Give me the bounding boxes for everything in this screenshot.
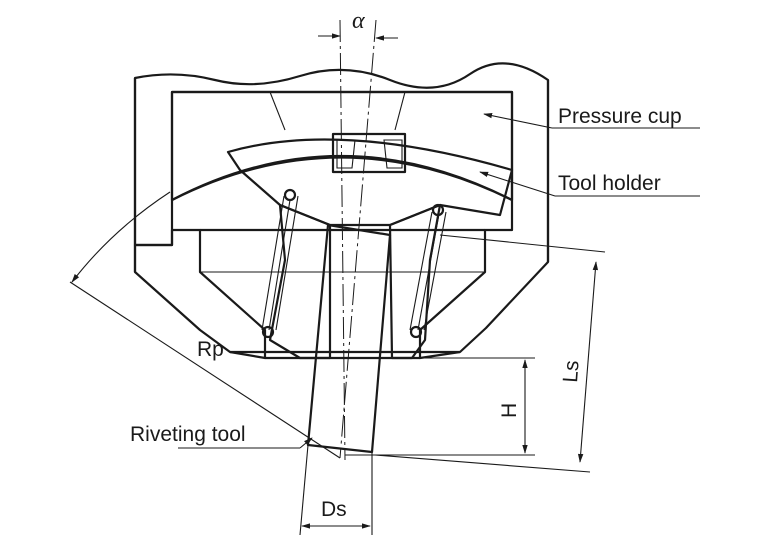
right-spring bbox=[409, 203, 447, 339]
pressure-cup-label: Pressure cup bbox=[558, 105, 682, 128]
alpha-dimension bbox=[318, 33, 398, 41]
rp-dimension bbox=[69, 191, 341, 459]
left-spring bbox=[261, 188, 299, 339]
riveting-tool-label: Riveting tool bbox=[130, 423, 246, 446]
centre-lines bbox=[339, 19, 377, 461]
pressure-cup-body bbox=[133, 62, 550, 360]
ls-dimension bbox=[374, 234, 606, 473]
leader-lines bbox=[178, 112, 700, 449]
riveting-tool-shank bbox=[306, 223, 392, 454]
tool-holder-label: Tool holder bbox=[558, 172, 661, 195]
ls-label: Ls bbox=[559, 360, 583, 384]
alpha-label: α bbox=[352, 8, 365, 34]
ds-label: Ds bbox=[321, 498, 347, 521]
h-dimension bbox=[345, 357, 535, 456]
h-label: H bbox=[498, 403, 521, 418]
rp-label: Rp bbox=[197, 338, 224, 361]
ds-dimension bbox=[299, 444, 373, 536]
